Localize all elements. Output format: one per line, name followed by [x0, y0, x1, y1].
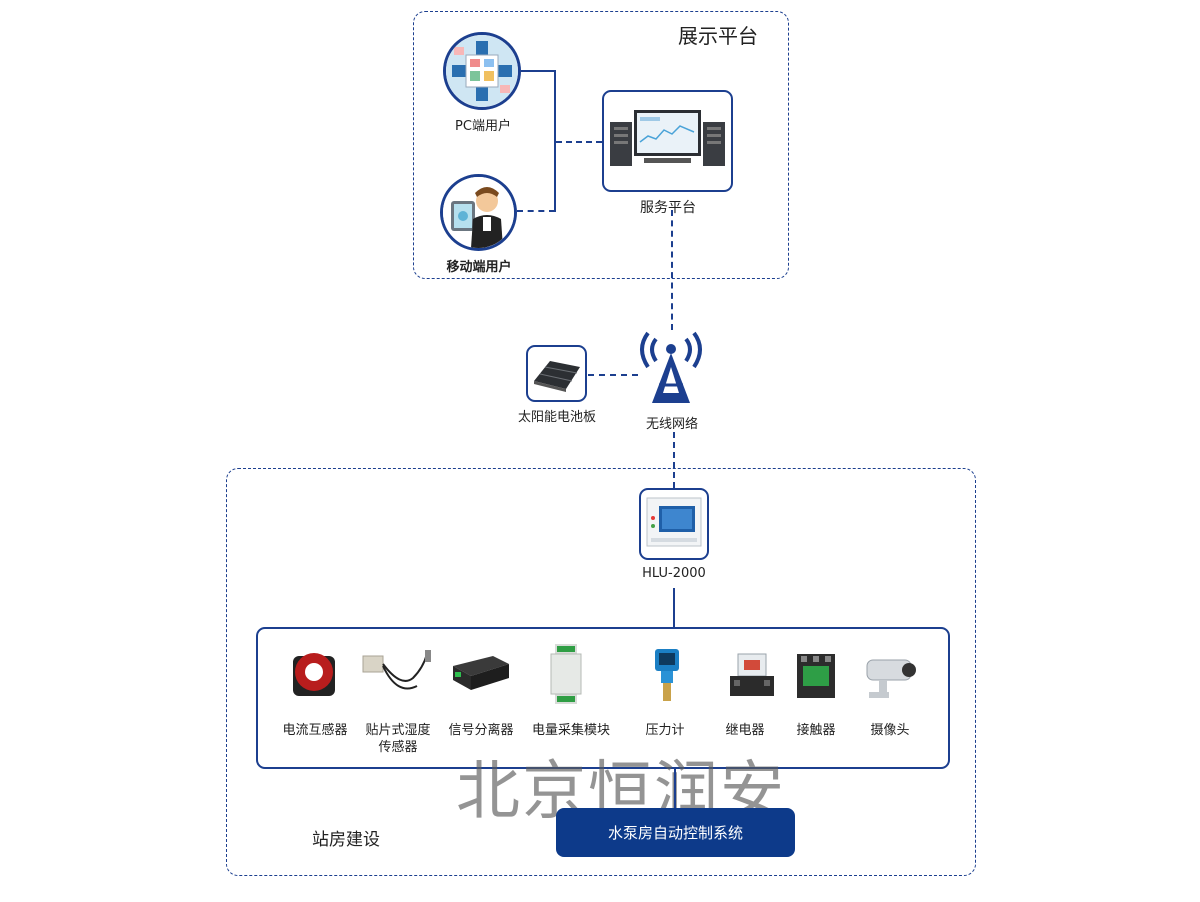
contactor-icon [797, 654, 835, 698]
signal-splitter-icon [453, 656, 509, 690]
server-connector-h [556, 141, 602, 143]
pc-user-avatar [443, 32, 521, 110]
devices-system-link [674, 769, 676, 809]
person-tablet-icon [443, 177, 514, 248]
mobile-user-avatar [440, 174, 517, 251]
station-region [226, 468, 976, 876]
device-label: 继电器 [725, 723, 765, 738]
dashboard-icon [446, 35, 518, 107]
pump-room-system-button[interactable]: 水泵房自动控制系统 [556, 808, 795, 857]
server-platform-box [602, 90, 733, 192]
display-platform-region [413, 11, 789, 279]
device-label: 接触器 [796, 723, 836, 738]
current-transformer-icon [293, 653, 335, 696]
camera-icon [866, 659, 916, 698]
solar-panel-label: 太阳能电池板 [517, 410, 596, 425]
device-label: 信号分离器 [448, 723, 514, 738]
pressure-gauge-icon [655, 649, 679, 701]
device-label: 压力计 [645, 723, 685, 738]
server-icon [610, 110, 725, 166]
solar-panel-icon [534, 361, 580, 392]
devices-panel [256, 627, 950, 769]
server-platform-label: 服务平台 [640, 200, 696, 216]
user-connector-v [554, 70, 556, 212]
mobile-user-label: 移动端用户 [446, 260, 512, 275]
controller-icon [646, 497, 702, 547]
solar-panel-box [526, 345, 587, 402]
wireless-network-label: 无线网络 [645, 417, 698, 432]
controller-devices-link [673, 588, 675, 627]
device-label: 摄像头 [870, 723, 910, 738]
wireless-tower-icon [640, 331, 702, 403]
display-platform-title: 展示平台 [678, 24, 758, 48]
power-module-icon [550, 644, 582, 704]
mobile-connector-h [517, 210, 555, 212]
controller-box [639, 488, 709, 560]
relay-icon [730, 653, 774, 696]
pc-user-label: PC端用户 [455, 119, 511, 134]
solar-tower-link [588, 374, 638, 376]
station-label: 站房建设 [312, 830, 380, 850]
device-label: 电流互感器 [282, 723, 348, 738]
pc-connector-h [521, 70, 555, 72]
controller-label: HLU-2000 [642, 566, 706, 581]
device-label: 贴片式湿度 传感器 [365, 723, 431, 755]
tower-controller-link [673, 432, 675, 488]
humidity-sensor-icon [362, 650, 431, 690]
server-tower-link [671, 210, 673, 330]
device-label: 电量采集模块 [531, 723, 610, 738]
